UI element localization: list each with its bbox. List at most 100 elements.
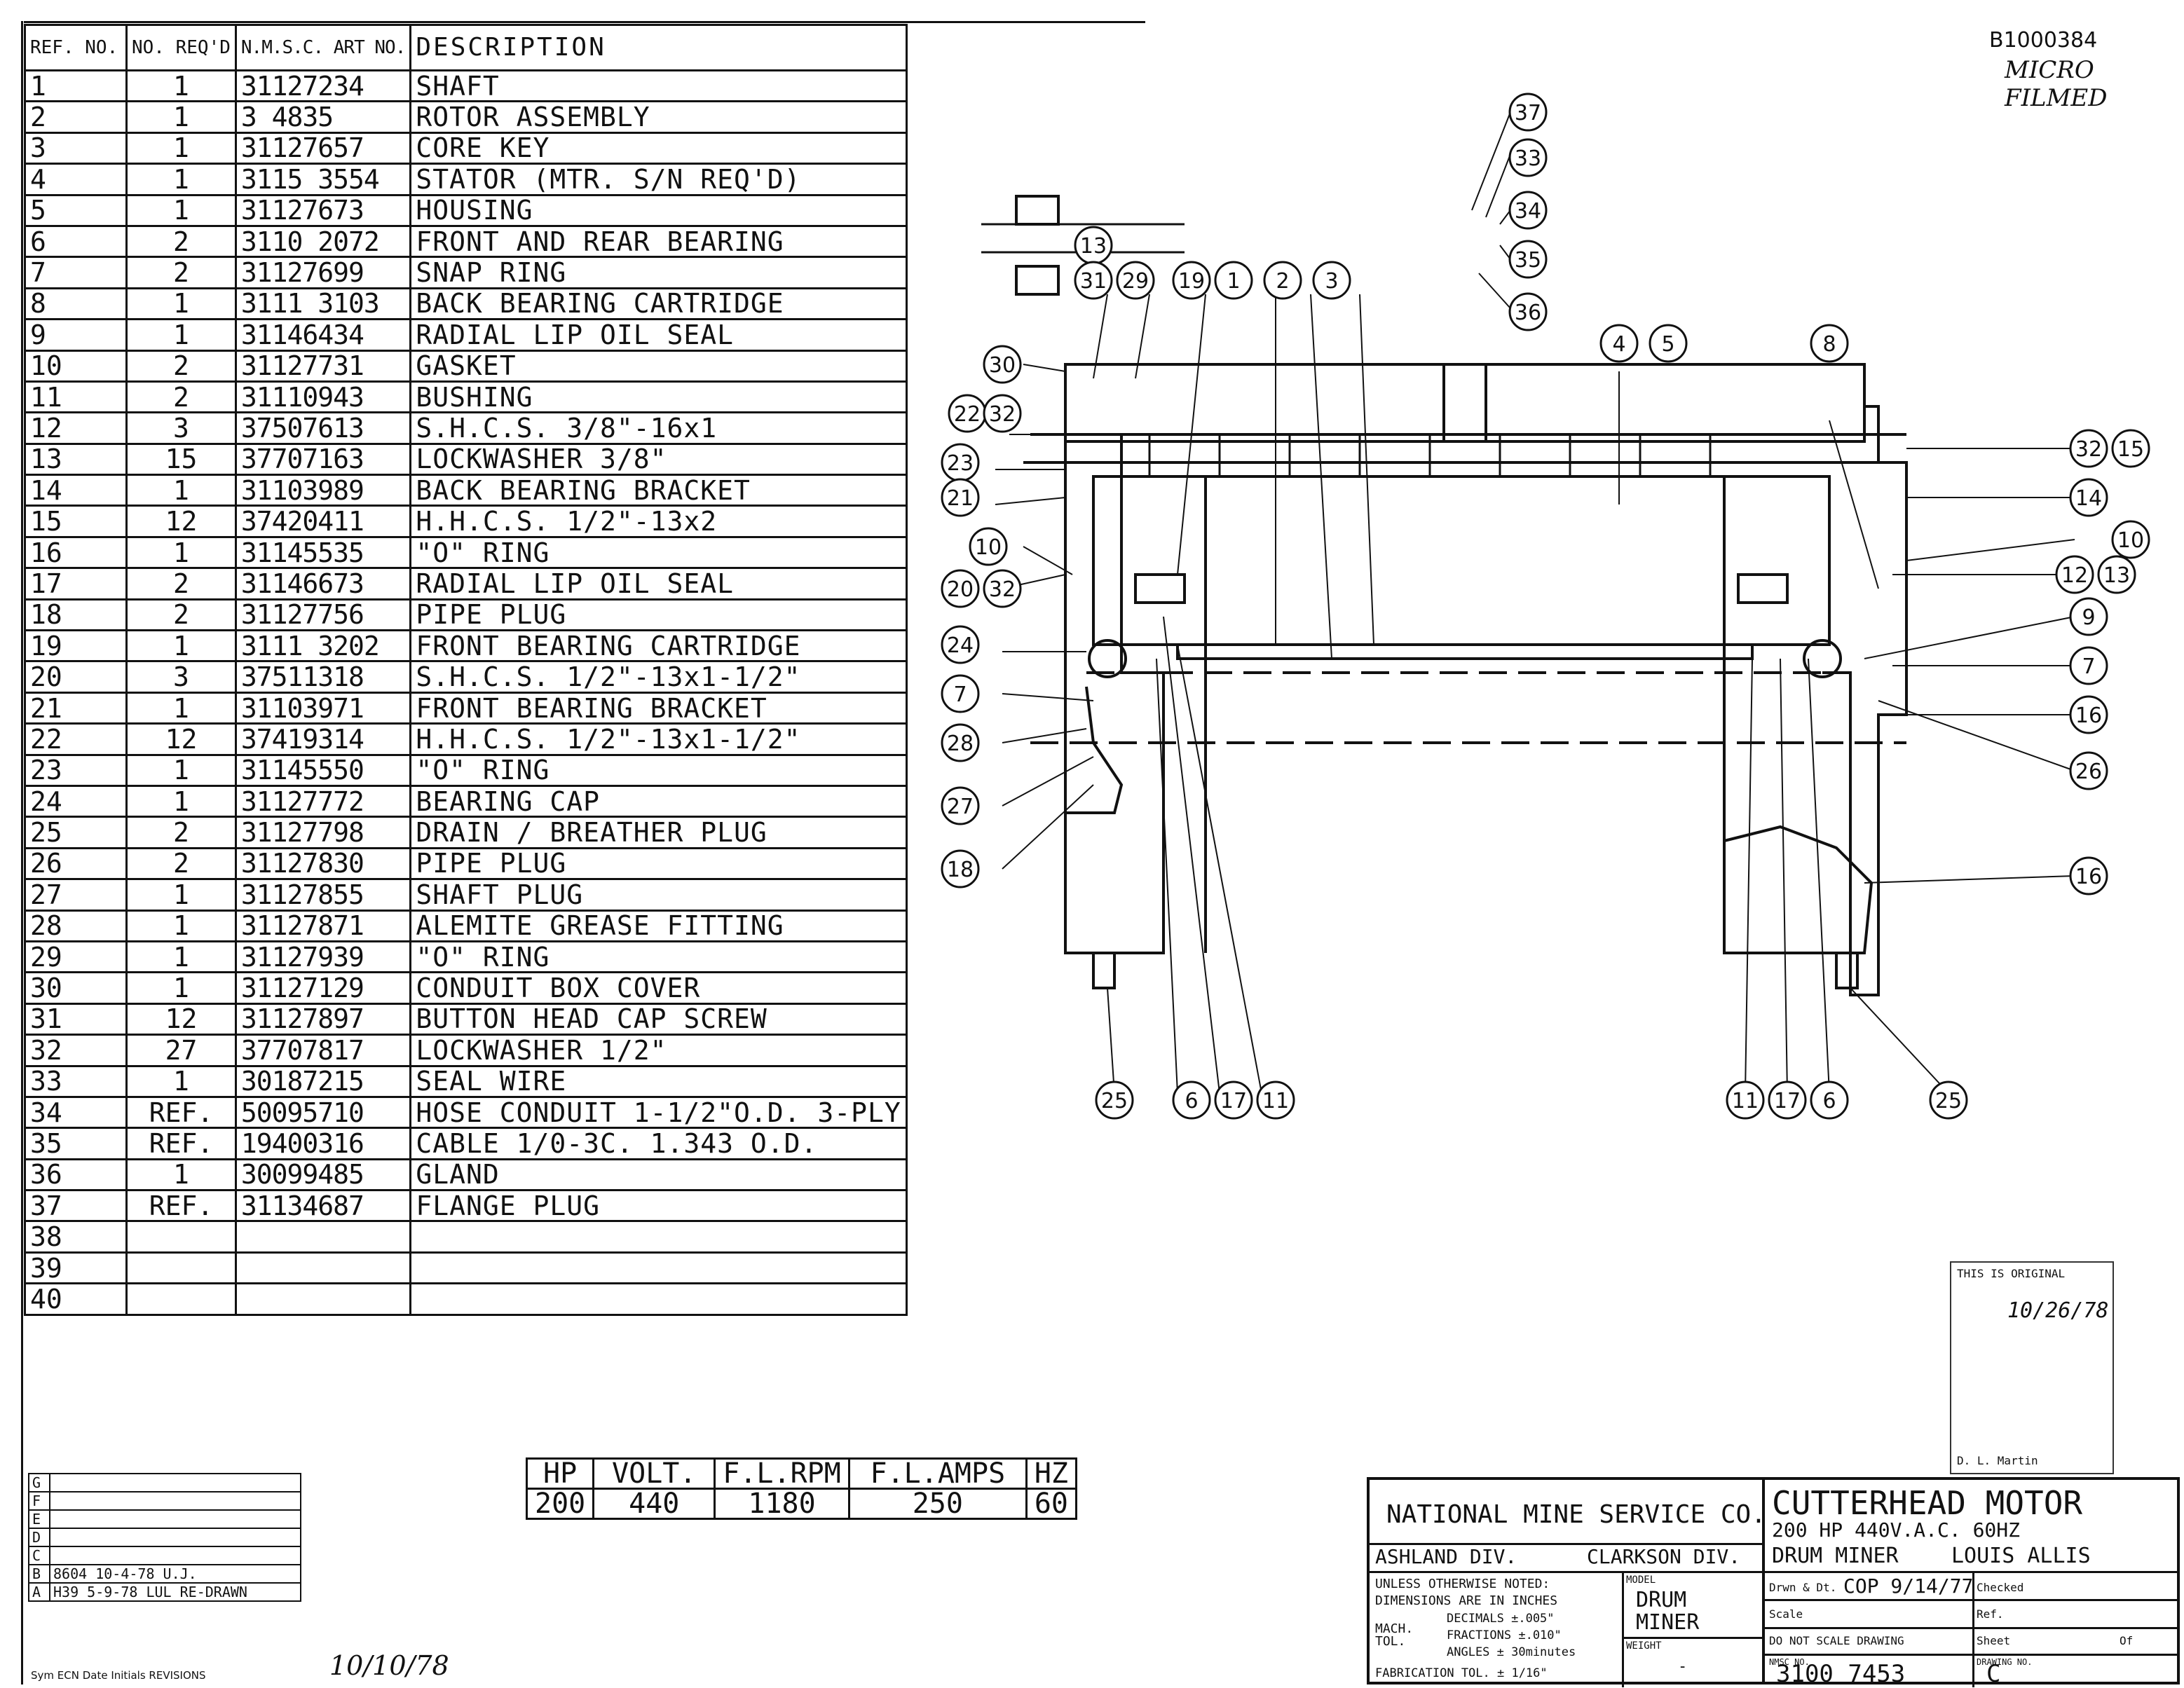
callout-circle <box>2069 597 2108 636</box>
part-qty: 1 <box>125 909 237 942</box>
revision-text <box>49 1509 301 1529</box>
stamp-name: D. L. Martin <box>1957 1454 2038 1467</box>
callout-circle <box>2069 751 2108 790</box>
callout-label: 24 <box>947 633 974 658</box>
callout-label: 31 <box>1080 269 1107 294</box>
callout-label: 16 <box>2075 704 2102 728</box>
part-art-no: 31103971 <box>234 691 412 725</box>
revision-row: E <box>28 1509 301 1529</box>
callout-label: 16 <box>2075 865 2102 889</box>
specs-value-row: 200 440 1180 250 60 <box>525 1488 1078 1520</box>
part-qty: 1 <box>125 474 237 507</box>
part-description: H.H.C.S. 1/2"-13x2 <box>409 505 908 538</box>
part-description: ROTOR ASSEMBLY <box>409 100 908 134</box>
callout-circle <box>2069 646 2108 685</box>
part-art-no <box>234 1251 412 1285</box>
part-qty: 1 <box>125 940 237 974</box>
part-description: RADIAL LIP OIL SEAL <box>409 318 908 352</box>
part-art-no: 37707163 <box>234 442 412 476</box>
revision-text <box>49 1528 301 1547</box>
part-ref-no: 1 <box>24 69 128 103</box>
part-ref-no: 30 <box>24 971 128 1005</box>
part-description: GLAND <box>409 1158 908 1192</box>
part-art-no: 31127673 <box>234 193 412 227</box>
notes-dimensions: DIMENSIONS ARE IN INCHES <box>1375 1593 1558 1608</box>
part-description: BEARING CAP <box>409 784 908 818</box>
callout-circle <box>941 569 980 608</box>
part-description: HOUSING <box>409 193 908 227</box>
callout-label: 18 <box>947 858 974 882</box>
part-art-no: 31127657 <box>234 131 412 165</box>
callout-circle <box>1810 1080 1849 1120</box>
callout-circle <box>983 569 1022 608</box>
part-qty: 12 <box>125 722 237 756</box>
part-description <box>409 1251 908 1285</box>
part-ref-no: 4 <box>24 163 128 196</box>
part-qty: 12 <box>125 505 237 538</box>
part-art-no <box>234 1220 412 1254</box>
callout-label: 30 <box>989 353 1016 378</box>
part-ref-no: 14 <box>24 474 128 507</box>
part-description: PIPE PLUG <box>409 598 908 632</box>
part-ref-no: 32 <box>24 1034 128 1067</box>
part-qty: 1 <box>125 753 237 787</box>
part-ref-no: 33 <box>24 1064 128 1098</box>
callout-circle <box>1256 1080 1295 1120</box>
part-description: PIPE PLUG <box>409 846 908 881</box>
part-description <box>409 1282 908 1316</box>
no-scale-note: DO NOT SCALE DRAWING <box>1769 1634 1904 1647</box>
part-description: H.H.C.S. 1/2"-13x1-1/2" <box>409 722 908 756</box>
part-art-no: 3111 3103 <box>234 287 412 321</box>
part-ref-no: 11 <box>24 380 128 414</box>
spec-hz-value: 60 <box>1025 1488 1078 1520</box>
spec-amps-label: F.L.AMPS <box>847 1457 1028 1490</box>
callout-label: 7 <box>953 682 967 707</box>
model-label: MODEL <box>1626 1574 1656 1586</box>
callout-circle <box>1095 1080 1134 1120</box>
spec-hz-label: HZ <box>1025 1457 1078 1490</box>
callout-circle <box>1508 240 1548 279</box>
part-qty: 15 <box>125 442 237 476</box>
part-description: SEAL WIRE <box>409 1064 908 1098</box>
part-art-no: 31145535 <box>234 535 412 570</box>
callout-circle <box>969 527 1008 566</box>
callout-label: 32 <box>2075 437 2102 462</box>
part-art-no: 31127855 <box>234 878 412 912</box>
revision-letter: F <box>28 1491 50 1511</box>
part-ref-no: 23 <box>24 753 128 787</box>
callout-label: 25 <box>1935 1089 1962 1113</box>
callout-label: 32 <box>989 402 1016 427</box>
part-description: "O" RING <box>409 535 908 570</box>
part-art-no: 31127939 <box>234 940 412 974</box>
callout-circle <box>941 786 980 825</box>
part-description: STATOR (MTR. S/N REQ'D) <box>409 163 908 196</box>
part-qty: 1 <box>125 318 237 352</box>
part-ref-no: 35 <box>24 1127 128 1160</box>
part-art-no: 37507613 <box>234 411 412 445</box>
top-border <box>24 21 1145 23</box>
drawing-number: C <box>1986 1660 2001 1688</box>
part-ref-no: 18 <box>24 598 128 632</box>
part-qty: 2 <box>125 224 237 259</box>
part-qty: 2 <box>125 349 237 383</box>
nmsc-number-label: NMSC NO. <box>1769 1657 1810 1667</box>
callout-label: 32 <box>989 577 1016 602</box>
part-qty: 2 <box>125 846 237 881</box>
callout-label: 23 <box>947 451 974 476</box>
part-description: BACK BEARING CARTRIDGE <box>409 287 908 321</box>
callout-label: 6 <box>1185 1089 1198 1113</box>
tolerance-fractions: FRACTIONS ±.010" <box>1447 1628 1562 1642</box>
part-qty: REF. <box>125 1095 237 1130</box>
part-art-no: 31127756 <box>234 598 412 632</box>
part-ref-no: 17 <box>24 567 128 601</box>
stamp-date: 10/26/78 <box>2007 1298 2109 1323</box>
part-ref-no: 19 <box>24 629 128 663</box>
